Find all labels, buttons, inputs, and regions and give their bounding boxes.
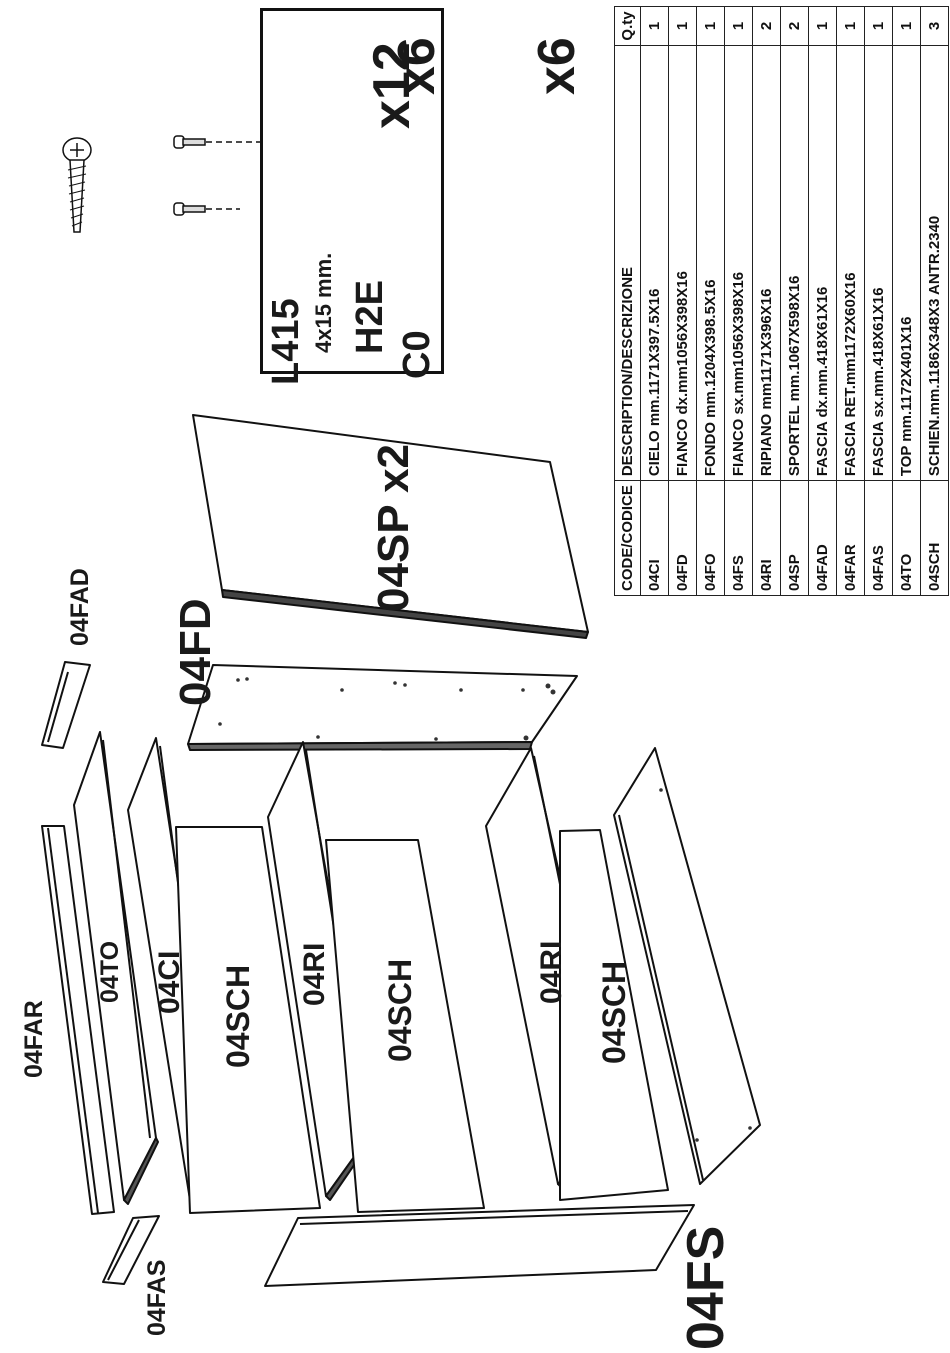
label-04ri-1: 04RI — [298, 942, 331, 1006]
label-04sch-1: 04SCH — [220, 964, 256, 1068]
label-04far: 04FAR — [20, 1000, 48, 1078]
panel-04fs — [264, 1204, 695, 1287]
cell-description: CIELO mm.1171X397.5X16 — [640, 45, 669, 481]
cell-description: FIANCO dx.mm1056X398X16 — [668, 45, 697, 481]
cell-description: FASCIA sx.mm.418X61X16 — [864, 45, 893, 481]
table-row: 04RI RIPIANO mm1171X396X16 2 — [752, 6, 781, 596]
table-row: 04SCH SCHIEN.mm.1186X348X3 ANTR.2340 3 — [920, 6, 949, 596]
header-qty: Q.ty — [614, 6, 641, 46]
cell-description: TOP mm.1172X401X16 — [892, 45, 921, 481]
cell-code: 04CI — [640, 480, 669, 596]
panel-04fad — [41, 661, 91, 749]
label-04sch-2: 04SCH — [382, 958, 418, 1062]
cell-qty: 2 — [780, 6, 809, 46]
hw-code-c0: C0 — [396, 330, 438, 379]
label-04fad: 04FAD — [66, 568, 94, 646]
label-04ci: 04CI — [153, 950, 186, 1014]
hw-code-l415: L415 — [265, 298, 307, 385]
cell-code: 04RI — [752, 480, 781, 596]
table-row: 04FAR FASCIA RET.mm1172X60X16 1 — [836, 6, 865, 596]
table-row: 04FS FIANCO sx.mm1056X398X16 1 — [724, 6, 753, 596]
cell-description: RIPIANO mm1171X396X16 — [752, 45, 781, 481]
label-04fs: 04FS — [677, 1225, 735, 1350]
cell-qty: 3 — [920, 6, 949, 46]
cell-description: FASCIA RET.mm1172X60X16 — [836, 45, 865, 481]
cell-qty: 1 — [892, 6, 921, 46]
panel-04sch-2 — [325, 839, 485, 1213]
label-04fas: 04FAS — [143, 1259, 171, 1336]
label-04to: 04TO — [96, 940, 124, 1003]
label-04fd: 04FD — [171, 598, 220, 706]
panel-04fas — [102, 1215, 160, 1285]
cell-qty: 1 — [668, 6, 697, 46]
label-04sch-3: 04SCH — [596, 960, 632, 1064]
cell-code: 04SP — [780, 480, 809, 596]
cell-qty: 1 — [864, 6, 893, 46]
cell-code: 04FO — [696, 480, 725, 596]
cell-qty: 1 — [696, 6, 725, 46]
screw-icon — [62, 137, 92, 233]
cell-code: 04FAD — [808, 480, 837, 596]
panel-04far — [41, 825, 115, 1215]
cell-description: FIANCO sx.mm1056X398X16 — [724, 45, 753, 481]
table-row: 04FO FONDO mm.1204X398.5X16 1 — [696, 6, 725, 596]
cell-qty: 1 — [724, 6, 753, 46]
hw-code-h2e: H2E — [349, 280, 391, 354]
cell-description: FONDO mm.1204X398.5X16 — [696, 45, 725, 481]
panel-04sp — [192, 414, 589, 639]
cell-description: SPORTEL mm.1067X598X16 — [780, 45, 809, 481]
cell-qty: 1 — [640, 6, 669, 46]
cell-description: SCHIEN.mm.1186X348X3 ANTR.2340 — [920, 45, 949, 481]
table-row: 04FAS FASCIA sx.mm.418X61X16 1 — [864, 6, 893, 596]
header-description: DESCRIPTION/DESCRIZIONE — [614, 45, 641, 481]
cell-code: 04TO — [892, 480, 921, 596]
label-04ri-2: 04RI — [535, 940, 568, 1004]
hw-qty-c0: x6 — [388, 37, 446, 95]
hardware-box: L415 4x15 mm. x12 H2E x6 C0 x6 — [260, 8, 586, 385]
cell-code: 04FD — [668, 480, 697, 596]
hw-qty-h2e: x6 — [528, 37, 586, 95]
parts-table: CODE/CODICE DESCRIPTION/DESCRIZIONE Q.ty… — [614, 6, 949, 596]
panel-04fd — [187, 664, 578, 751]
header-code: CODE/CODICE — [614, 480, 641, 596]
cell-code: 04FAR — [836, 480, 865, 596]
table-row: 04CI CIELO mm.1171X397.5X16 1 — [640, 6, 669, 596]
table-row: 04FAD FASCIA dx.mm.418X61X16 1 — [808, 6, 837, 596]
cell-code: 04FAS — [864, 480, 893, 596]
cell-code: 04FS — [724, 480, 753, 596]
cell-description: FASCIA dx.mm.418X61X16 — [808, 45, 837, 481]
hw-note-l415: 4x15 mm. — [311, 252, 336, 353]
panel-04sch-3 — [559, 829, 669, 1201]
cell-qty: 1 — [836, 6, 865, 46]
cell-qty: 2 — [752, 6, 781, 46]
panel-04sch-1 — [175, 826, 321, 1214]
panel-04fo — [613, 747, 761, 1185]
table-row: 04SP SPORTEL mm.1067X598X16 2 — [780, 6, 809, 596]
table-row: 04FD FIANCO dx.mm1056X398X16 1 — [668, 6, 697, 596]
panel-04to — [73, 731, 159, 1205]
label-04sp: 04SP x2 — [369, 443, 418, 612]
cell-qty: 1 — [808, 6, 837, 46]
cell-code: 04SCH — [920, 480, 949, 596]
table-header-row: CODE/CODICE DESCRIPTION/DESCRIZIONE Q.ty — [614, 6, 641, 596]
table-row: 04TO TOP mm.1172X401X16 1 — [892, 6, 921, 596]
